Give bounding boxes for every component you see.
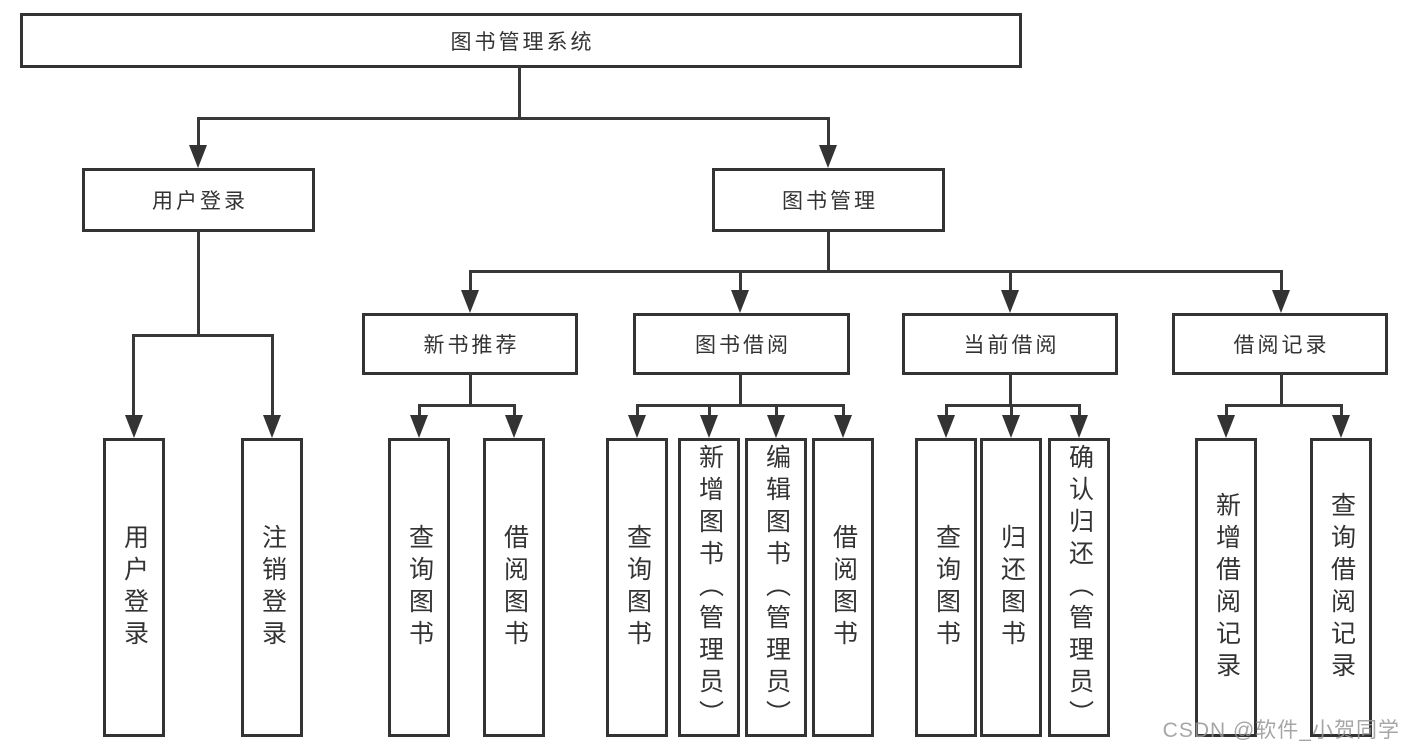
connector-to-user-login xyxy=(197,117,200,147)
connector-bar xyxy=(418,404,516,407)
connector-leaf xyxy=(636,404,639,418)
arrowhead-down-icon xyxy=(1272,290,1290,313)
arrowhead-down-icon xyxy=(834,415,852,438)
connector-leaf xyxy=(271,334,274,418)
connector-stem xyxy=(469,373,472,406)
node-user-login-label: 用户登录 xyxy=(152,190,248,213)
leaf-borrow-books-2: 借阅图书 xyxy=(812,438,874,737)
arrowhead-down-icon xyxy=(1217,415,1235,438)
leaf-query-books-2: 查询图书 xyxy=(606,438,668,737)
leaf-borrow-books-1: 借阅图书 xyxy=(483,438,545,737)
node-root-label: 图书管理系统 xyxy=(450,30,595,54)
arrowhead-down-icon xyxy=(767,415,785,438)
connector-leaf xyxy=(945,404,948,418)
arrowhead-down-icon xyxy=(731,290,749,313)
connector-book-mgmt-stem xyxy=(827,230,830,273)
leaf-add-book-admin: 新增图书（管理员） xyxy=(678,438,740,737)
arrowhead-down-icon xyxy=(628,415,646,438)
node-root: 图书管理系统 xyxy=(20,13,1022,68)
connector-leaf xyxy=(775,404,778,418)
connector-leaf xyxy=(1078,404,1081,418)
leaf-query-borrow-record: 查询借阅记录 xyxy=(1310,438,1372,737)
arrowhead-down-icon xyxy=(1002,415,1020,438)
arrowhead-down-icon xyxy=(937,415,955,438)
leaf-add-borrow-record: 新增借阅记录 xyxy=(1195,438,1257,737)
node-new-book-rec: 新书推荐 xyxy=(362,313,578,375)
leaf-user-login: 用户登录 xyxy=(103,438,165,737)
node-borrow-records: 借阅记录 xyxy=(1172,313,1388,375)
connector-bar xyxy=(945,404,1081,407)
connector-root-stem xyxy=(518,66,521,118)
connector-bar xyxy=(636,404,845,407)
arrowhead-down-icon xyxy=(1001,290,1019,313)
connector-leaf xyxy=(1010,404,1013,418)
connector-bar xyxy=(1225,404,1343,407)
node-user-login: 用户登录 xyxy=(82,168,315,232)
arrowhead-down-icon xyxy=(1070,415,1088,438)
node-borrow-records-label: 借阅记录 xyxy=(1233,334,1330,357)
arrowhead-down-icon xyxy=(461,290,479,313)
node-book-mgmt-label: 图书管理 xyxy=(782,190,878,213)
arrowhead-down-icon xyxy=(819,145,837,168)
csdn-watermark: CSDN @软件_小贺同学 xyxy=(1162,719,1400,742)
leaf-edit-book-admin: 编辑图书（管理员） xyxy=(745,438,807,737)
connector-user-login-bar xyxy=(132,334,274,337)
arrowhead-down-icon xyxy=(505,415,523,438)
connector-user-login-stem xyxy=(197,230,200,336)
connector-to-current-borrow xyxy=(1009,270,1012,292)
connector-leaf xyxy=(513,404,516,418)
node-new-book-rec-label: 新书推荐 xyxy=(423,334,520,357)
leaf-logout: 注销登录 xyxy=(241,438,303,737)
connector-leaf xyxy=(842,404,845,418)
connector-leaf xyxy=(708,404,711,418)
connector-root-bar xyxy=(197,117,830,120)
connector-leaf xyxy=(132,334,135,418)
node-current-borrow-label: 当前借阅 xyxy=(963,334,1060,357)
connector-to-book-borrow xyxy=(739,270,742,292)
connector-to-book-mgmt xyxy=(827,117,830,147)
arrowhead-down-icon xyxy=(1332,415,1350,438)
connector-leaf xyxy=(418,404,421,418)
connector-stem xyxy=(739,373,742,406)
connector-to-borrow-records xyxy=(1280,270,1283,292)
node-book-borrow-label: 图书借阅 xyxy=(695,334,791,357)
connector-book-mgmt-bar xyxy=(469,270,1283,273)
arrowhead-down-icon xyxy=(700,415,718,438)
arrowhead-down-icon xyxy=(189,145,207,168)
leaf-confirm-return: 确认归还（管理员） xyxy=(1048,438,1110,737)
leaf-return-books: 归还图书 xyxy=(980,438,1042,737)
arrowhead-down-icon xyxy=(263,415,281,438)
connector-stem xyxy=(1009,373,1012,406)
arrowhead-down-icon xyxy=(125,415,143,438)
connector-stem xyxy=(1280,373,1283,406)
leaf-query-books-3: 查询图书 xyxy=(915,438,977,737)
connector-leaf xyxy=(1340,404,1343,418)
node-book-mgmt: 图书管理 xyxy=(712,168,945,232)
leaf-query-books-1: 查询图书 xyxy=(388,438,450,737)
connector-to-new-book-rec xyxy=(469,270,472,292)
node-book-borrow: 图书借阅 xyxy=(633,313,850,375)
arrowhead-down-icon xyxy=(410,415,428,438)
node-current-borrow: 当前借阅 xyxy=(902,313,1118,375)
connector-leaf xyxy=(1225,404,1228,418)
